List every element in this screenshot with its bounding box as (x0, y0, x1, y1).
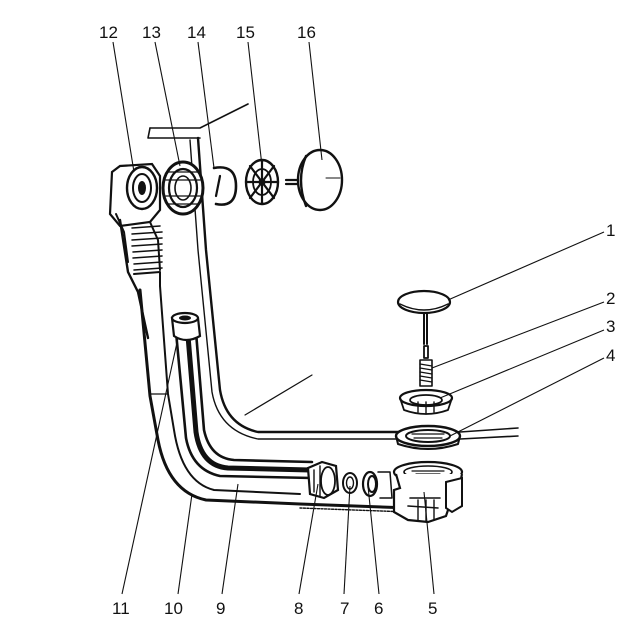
leader-9 (221, 483, 239, 595)
label-15: 15 (236, 23, 255, 42)
drain-body-part-5 (392, 460, 464, 524)
strainer-part-3 (398, 388, 454, 415)
leader-10 (177, 493, 193, 595)
leader-2 (431, 301, 605, 369)
label-6: 6 (374, 599, 383, 618)
o-ring-part-14 (212, 166, 238, 206)
label-4: 4 (606, 346, 615, 365)
gasket-ring-part-13 (161, 160, 205, 216)
label-13: 13 (142, 23, 161, 42)
pipe-socket-part-11 (170, 311, 202, 342)
leader-13 (154, 41, 181, 167)
leader-11 (121, 337, 179, 595)
leader-lines (112, 41, 605, 595)
overflow-elbow-part-12 (108, 162, 163, 340)
leader-6 (367, 485, 380, 595)
spring-part-2 (419, 345, 433, 387)
label-7: 7 (340, 599, 349, 618)
gasket-part-6 (361, 470, 393, 499)
bathtub-outline (147, 103, 519, 440)
leader-5 (423, 491, 435, 595)
label-9: 9 (216, 599, 225, 618)
label-12: 12 (99, 23, 118, 42)
leader-12 (112, 41, 135, 173)
label-1: 1 (606, 221, 615, 240)
label-8: 8 (294, 599, 303, 618)
label-14: 14 (187, 23, 206, 42)
overflow-hose (138, 285, 412, 510)
overflow-cap-part-16 (284, 148, 344, 212)
label-5: 5 (428, 599, 437, 618)
leader-8 (298, 483, 319, 595)
label-16: 16 (297, 23, 316, 42)
plug-cap-part-1 (396, 289, 452, 345)
leader-14 (197, 41, 215, 169)
label-11: 11 (112, 599, 130, 618)
leader-16 (308, 41, 323, 161)
drain-pipe-part-9 (174, 330, 314, 480)
label-2: 2 (606, 289, 615, 308)
leader-15 (247, 41, 263, 167)
leader-3 (439, 329, 605, 399)
drain-flange-part-4 (394, 424, 462, 450)
union-nut-part-8 (306, 460, 340, 500)
leader-1 (447, 231, 605, 301)
bowden-cable-part-10 (299, 507, 409, 513)
part-numbers: 12 13 14 15 16 1 2 3 4 5 6 7 8 9 10 11 (99, 23, 615, 618)
leader-4 (449, 357, 605, 437)
leader-7 (343, 485, 351, 595)
label-3: 3 (606, 317, 615, 336)
trim-plate-part-15 (244, 158, 280, 206)
label-10: 10 (164, 599, 183, 618)
